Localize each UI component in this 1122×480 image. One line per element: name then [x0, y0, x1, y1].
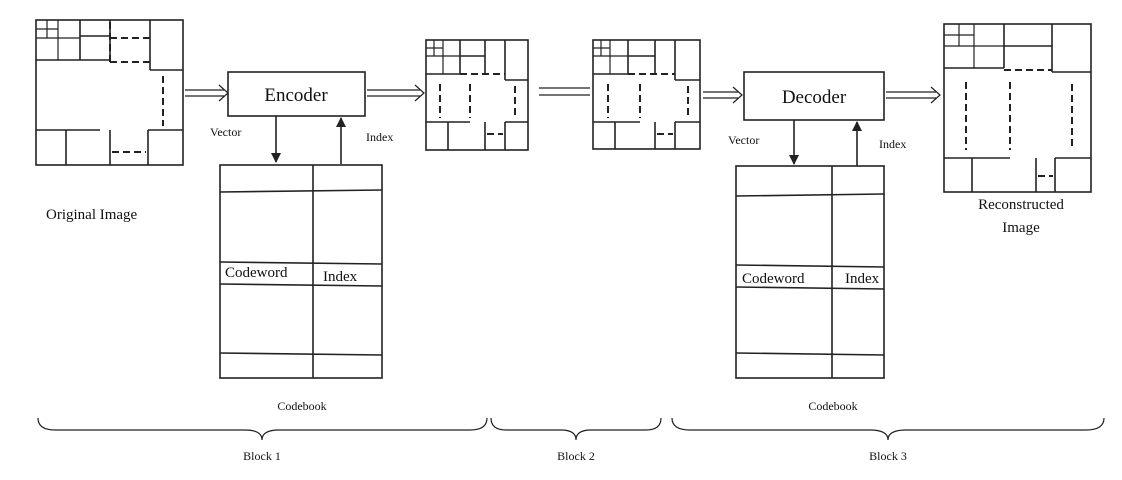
arrow-received-to-decoder [703, 86, 743, 104]
reconstructed-image-grid [943, 23, 1092, 193]
arrow-original-to-encoder [185, 84, 229, 102]
codebook-left-codeword: Codeword [225, 265, 288, 281]
original-image-grid [35, 19, 184, 166]
block1-label: Block 1 [243, 449, 281, 463]
decoder-codebook-arrows: Vector Index [728, 120, 906, 166]
codebook-left-index: Index [323, 269, 358, 285]
original-image-label: Original Image [46, 207, 138, 223]
received-image-grid [592, 39, 701, 150]
arrow-decoder-to-reconstructed [886, 86, 941, 104]
arrow-channel [539, 87, 590, 96]
codebook-left-caption: Codebook [277, 399, 326, 413]
codebook-table-left: Codeword Index Codebook [219, 164, 383, 413]
codebook-right-index: Index [845, 271, 880, 287]
decoder-block: Decoder [743, 71, 885, 121]
arrow-encoder-to-compressed [367, 84, 425, 102]
reconstructed-image-label-2: Image [1002, 220, 1040, 236]
codebook-right-codeword: Codeword [742, 271, 805, 287]
encoder-block: Encoder [227, 71, 366, 117]
index-label-encoder: Index [366, 130, 393, 144]
block2-label: Block 2 [557, 449, 595, 463]
decoder-label: Decoder [782, 87, 847, 108]
vector-label-decoder: Vector [728, 133, 759, 147]
encoder-codebook-arrows: Vector Index [210, 116, 393, 164]
index-label-decoder: Index [879, 137, 906, 151]
encoder-label: Encoder [264, 85, 328, 106]
vector-label-encoder: Vector [210, 125, 241, 139]
reconstructed-image-label-1: Reconstructed [978, 197, 1064, 213]
codebook-right-caption: Codebook [808, 399, 857, 413]
block-braces [37, 417, 1105, 441]
codebook-table-right: Codeword Index Codebook [735, 165, 885, 413]
encoded-image-grid [425, 39, 529, 151]
block3-label: Block 3 [869, 449, 907, 463]
